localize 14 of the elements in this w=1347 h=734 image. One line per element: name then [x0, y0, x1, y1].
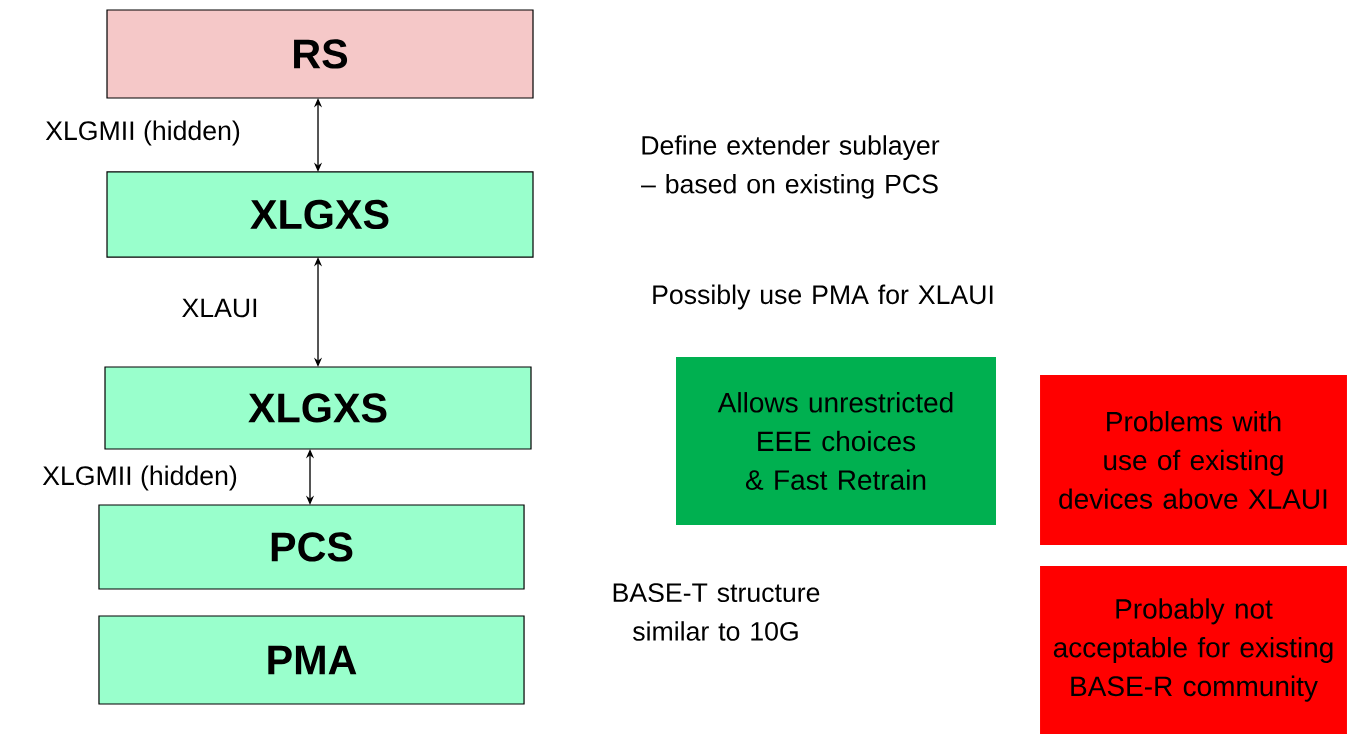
note-text: Define extender sublayer – based on existing PCS [641, 135, 940, 199]
edge-label: XLGMII (hidden) [42, 465, 237, 491]
layer-box: PCS [98, 504, 525, 590]
edge-label: XLAUI [182, 298, 257, 318]
layer-box: RS [106, 9, 534, 99]
note-text: Possibly use PMA for XLAUI [653, 284, 993, 310]
layer-box: XLGXS [106, 171, 534, 258]
note-box: Probably not acceptable for existing BASE-R community [1040, 566, 1347, 734]
layer-box: PMA [98, 615, 525, 705]
note-box: Allows unrestricted EEE choices & Fast Retrain [676, 357, 996, 525]
note-box: Problems with use of existing devices above XLAUI [1040, 375, 1347, 545]
note-text: BASE-T structure similar to 10G [613, 583, 820, 641]
layer-box: XLGXS [104, 366, 532, 450]
edge-label: XLGMII (hidden) [45, 120, 240, 146]
